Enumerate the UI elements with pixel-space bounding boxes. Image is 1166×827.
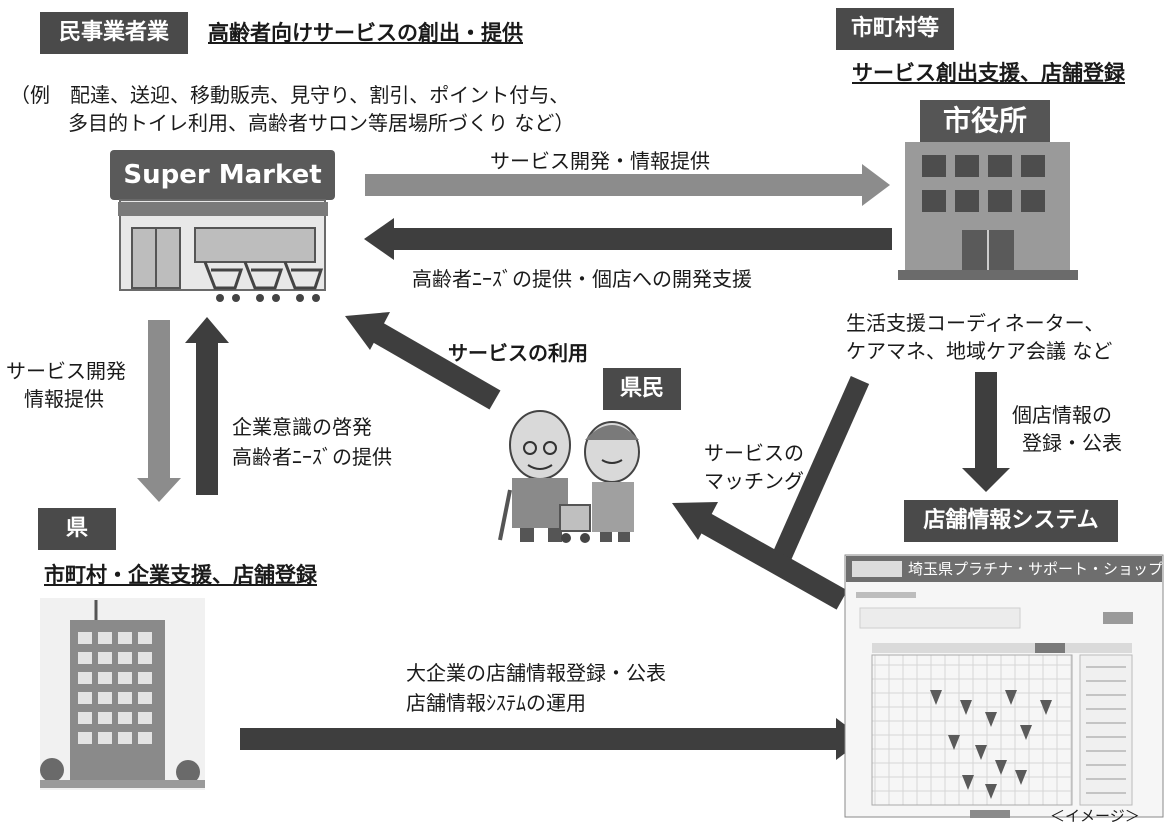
label-awareness-line1: 企業意識の啓発 (232, 415, 372, 439)
prefecture-tag: 県 (38, 508, 116, 550)
private-business-tag: 民事業者業 (40, 12, 188, 54)
label-large-co-line1: 大企業の店舗情報登録・公表 (406, 661, 666, 685)
private-examples-line2: 多目的トイレ利用、高齢者サロン等居場所づくり など） (68, 111, 575, 135)
arrow-awareness-to-private (185, 317, 229, 495)
system-screenshot (844, 554, 1164, 818)
arrow-pref-to-system (240, 718, 864, 760)
arrow-muni-to-system (962, 372, 1010, 492)
municipality-title: サービス創出支援、店舗登録 (852, 61, 1125, 85)
private-business-title: 高齢者向けサービスの創出・提供 (208, 21, 523, 45)
arrow-residents-use (345, 312, 501, 410)
municipality-tag: 市町村等 (836, 8, 954, 50)
label-service-dev-line1: サービス開発 (6, 359, 126, 383)
municipality-staff-line1: 生活支援コーディネーター、 (846, 311, 1105, 335)
label-matching-line2: マッチング (704, 469, 804, 493)
prefecture-title: 市町村・企業支援、店舗登録 (44, 563, 317, 587)
label-awareness-line2: 高齢者ﾆｰｽﾞの提供 (232, 445, 392, 469)
system-tag: 店舗情報システム (904, 500, 1118, 542)
pref-office-illustration (40, 598, 205, 790)
label-service-use: サービスの利用 (448, 341, 588, 365)
label-large-co-line2: 店舗情報ｼｽﾃﾑの運用 (406, 691, 586, 715)
arrow-service-dev-to-pref (137, 320, 181, 502)
label-matching-line1: サービスの (704, 441, 804, 465)
arrow-service-dev-to-muni (365, 164, 890, 206)
label-service-dev-info: サービス開発・情報提供 (490, 149, 710, 173)
label-needs-dev-support: 高齢者ﾆｰｽﾞの提供・個店への開発支援 (412, 267, 752, 291)
city-hall-sign: 市役所 (942, 104, 1027, 137)
elderly-couple-illustration (498, 410, 640, 543)
arrow-needs-to-private (364, 218, 892, 260)
label-shop-info-line1: 個店情報の (1012, 403, 1112, 427)
label-shop-info-line2: 登録・公表 (1022, 431, 1122, 455)
municipality-staff-line2: ケアマネ、地域ケア会議 など (846, 339, 1113, 363)
residents-tag: 県民 (603, 368, 681, 410)
arrow-matching (672, 375, 870, 610)
system-header: 埼玉県プラチナ・サポート・ショップ (908, 560, 1164, 578)
city-hall-illustration (898, 100, 1078, 280)
private-examples-line1: （例 配達、送迎、移動販売、見守り、割引、ポイント付与、 (10, 83, 570, 107)
label-service-dev-line2: 情報提供 (24, 387, 104, 411)
supermarket-sign: Super Market (123, 160, 322, 190)
supermarket-illustration (110, 150, 335, 302)
system-caption: ＜イメージ＞ (1050, 807, 1140, 825)
